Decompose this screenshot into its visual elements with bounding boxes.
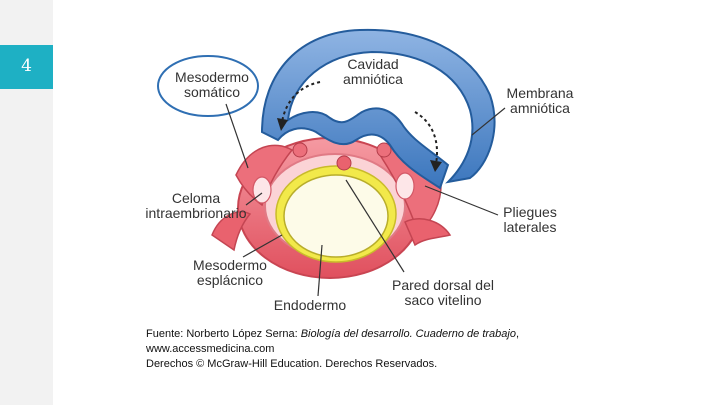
label-amniotic-cavity-line1: Cavidad <box>347 56 398 72</box>
label-somatic-mesoderm-line2: somático <box>184 84 240 100</box>
leader-lines <box>225 103 506 297</box>
label-lateral-folds-line2: laterales <box>504 219 557 235</box>
label-endoderm: Endodermo <box>274 297 347 313</box>
label-lateral-folds-line1: Pliegues <box>503 204 557 220</box>
label-amniotic-membrane-line2: amniótica <box>510 100 570 116</box>
fold-arrow-left-head-icon <box>277 118 288 131</box>
amniotic-membrane <box>260 28 496 190</box>
label-splanchnic-line2: esplácnico <box>197 272 263 288</box>
dorsal-bump-right <box>376 142 392 158</box>
celom-cavity-left <box>252 176 272 204</box>
slide-number: 4 <box>21 56 32 76</box>
label-amniotic-membrane-line1: Membrana <box>507 85 574 101</box>
source-url: www.accessmedicina.com <box>146 343 275 355</box>
label-splanchnic-line1: Mesodermo <box>193 257 267 273</box>
slide-number-tab <box>0 45 53 89</box>
lower-left-fold <box>211 211 252 252</box>
celom-cavity-right <box>395 172 415 200</box>
yolk-sac <box>283 174 389 258</box>
source-rights: Derechos © McGraw-Hill Education. Derech… <box>146 358 438 370</box>
label-celom-line2: intraembrionario <box>145 205 246 221</box>
label-amniotic-cavity-line2: amniótica <box>343 71 403 87</box>
notochord <box>336 155 352 171</box>
left-fold <box>235 144 294 207</box>
label-somatic-mesoderm-line1: Mesodermo <box>175 69 249 85</box>
label-yolk-wall-line1: Pared dorsal del <box>392 277 494 293</box>
source-citation: Fuente: Norberto López Serna: Biología d… <box>146 327 519 372</box>
fold-arrow-right-head-icon <box>430 160 442 172</box>
label-celom-line1: Celoma <box>172 190 220 206</box>
dorsal-bump-left <box>292 142 308 158</box>
lower-right-fold <box>404 218 452 247</box>
highlight-circle <box>157 55 259 117</box>
fold-arrow-right-icon <box>414 111 438 165</box>
source-book-title: Biología del desarrollo. Cuaderno de tra… <box>300 328 516 340</box>
source-suffix: , <box>515 328 520 340</box>
source-prefix: Fuente: Norberto López Serna: <box>146 328 301 340</box>
label-yolk-wall-line2: saco vitelino <box>404 292 481 308</box>
source-line-1: Fuente: Norberto López Serna: Biología d… <box>146 327 519 342</box>
